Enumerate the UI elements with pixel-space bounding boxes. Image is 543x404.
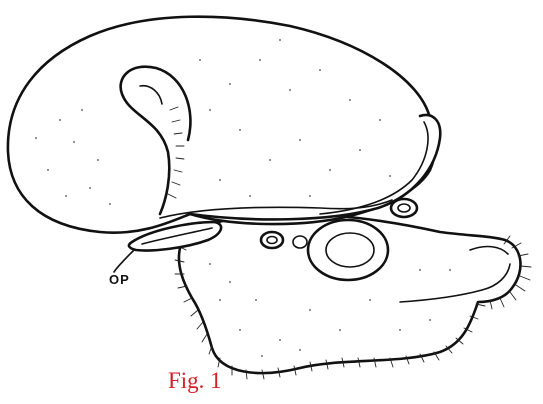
snail-foot <box>175 199 531 379</box>
figure-caption: Fig. 1 <box>168 368 222 394</box>
snail-shell <box>8 17 440 233</box>
operculum-label: OP <box>109 272 130 287</box>
